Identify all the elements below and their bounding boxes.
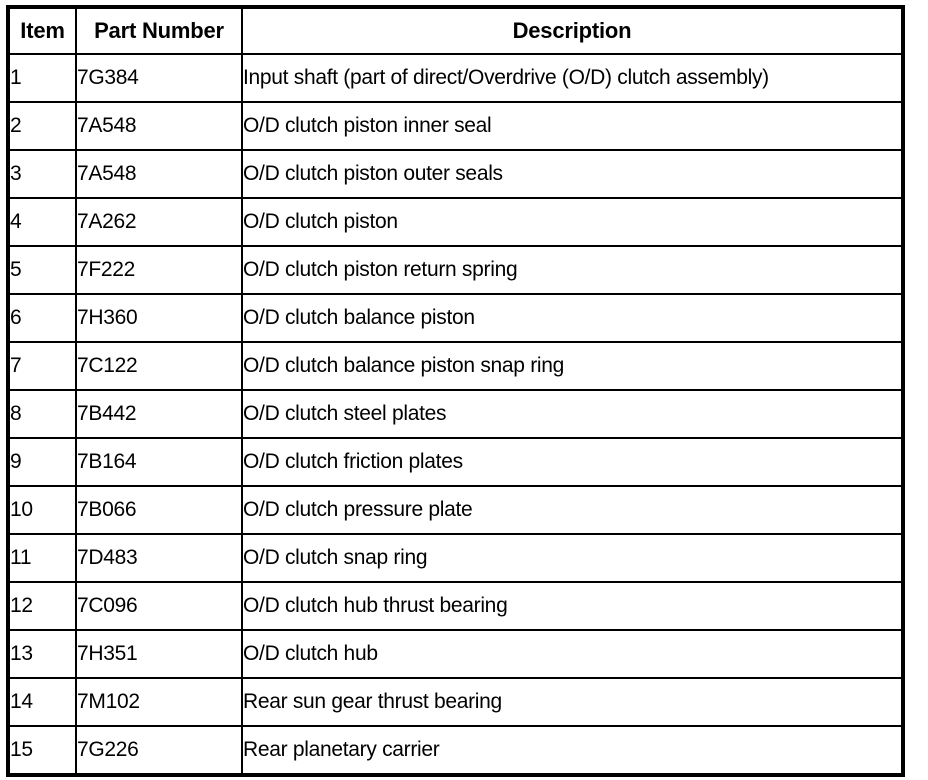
cell-description: O/D clutch piston bbox=[241, 197, 904, 247]
cell-item: 7 bbox=[7, 341, 77, 391]
cell-part-number: 7A548 bbox=[75, 101, 243, 151]
cell-description: O/D clutch piston return spring bbox=[241, 245, 904, 295]
cell-part-number: 7B164 bbox=[75, 437, 243, 487]
cell-description: O/D clutch hub bbox=[241, 629, 904, 679]
cell-description: O/D clutch piston outer seals bbox=[241, 149, 904, 199]
cell-part-number: 7C122 bbox=[75, 341, 243, 391]
cell-description: Rear planetary carrier bbox=[241, 725, 904, 776]
cell-part-number: 7B442 bbox=[75, 389, 243, 439]
cell-item: 8 bbox=[7, 389, 77, 439]
cell-description: O/D clutch steel plates bbox=[241, 389, 904, 439]
cell-part-number: 7F222 bbox=[75, 245, 243, 295]
cell-part-number: 7H360 bbox=[75, 293, 243, 343]
cell-description: O/D clutch friction plates bbox=[241, 437, 904, 487]
cell-description: O/D clutch piston inner seal bbox=[241, 101, 904, 151]
cell-part-number: 7G384 bbox=[75, 53, 243, 103]
cell-part-number: 7A548 bbox=[75, 149, 243, 199]
cell-item: 1 bbox=[7, 53, 77, 103]
cell-item: 15 bbox=[7, 725, 77, 776]
column-header-part-number: Part Number bbox=[75, 6, 243, 55]
cell-item: 6 bbox=[7, 293, 77, 343]
cell-description: O/D clutch balance piston snap ring bbox=[241, 341, 904, 391]
cell-description: Input shaft (part of direct/Overdrive (O… bbox=[241, 53, 904, 103]
cell-item: 4 bbox=[7, 197, 77, 247]
cell-item: 14 bbox=[7, 677, 77, 727]
cell-item: 3 bbox=[7, 149, 77, 199]
column-header-description: Description bbox=[241, 6, 904, 55]
cell-description: O/D clutch balance piston bbox=[241, 293, 904, 343]
column-header-item: Item bbox=[7, 6, 77, 55]
cell-description: O/D clutch snap ring bbox=[241, 533, 904, 583]
cell-part-number: 7C096 bbox=[75, 581, 243, 631]
table-header: Item Part Number Description bbox=[7, 6, 904, 55]
cell-item: 10 bbox=[7, 485, 77, 535]
cell-description: O/D clutch hub thrust bearing bbox=[241, 581, 904, 631]
cell-item: 2 bbox=[7, 101, 77, 151]
cell-part-number: 7D483 bbox=[75, 533, 243, 583]
cell-description: Rear sun gear thrust bearing bbox=[241, 677, 904, 727]
table-header-row: Item Part Number Description bbox=[7, 6, 904, 55]
cell-part-number: 7G226 bbox=[75, 725, 243, 776]
cell-description: O/D clutch pressure plate bbox=[241, 485, 904, 535]
cell-part-number: 7M102 bbox=[75, 677, 243, 727]
cell-item: 12 bbox=[7, 581, 77, 631]
cell-item: 5 bbox=[7, 245, 77, 295]
cell-item: 9 bbox=[7, 437, 77, 487]
cell-part-number: 7B066 bbox=[75, 485, 243, 535]
cell-part-number: 7A262 bbox=[75, 197, 243, 247]
cell-part-number: 7H351 bbox=[75, 629, 243, 679]
cell-item: 11 bbox=[7, 533, 77, 583]
cell-item: 13 bbox=[7, 629, 77, 679]
